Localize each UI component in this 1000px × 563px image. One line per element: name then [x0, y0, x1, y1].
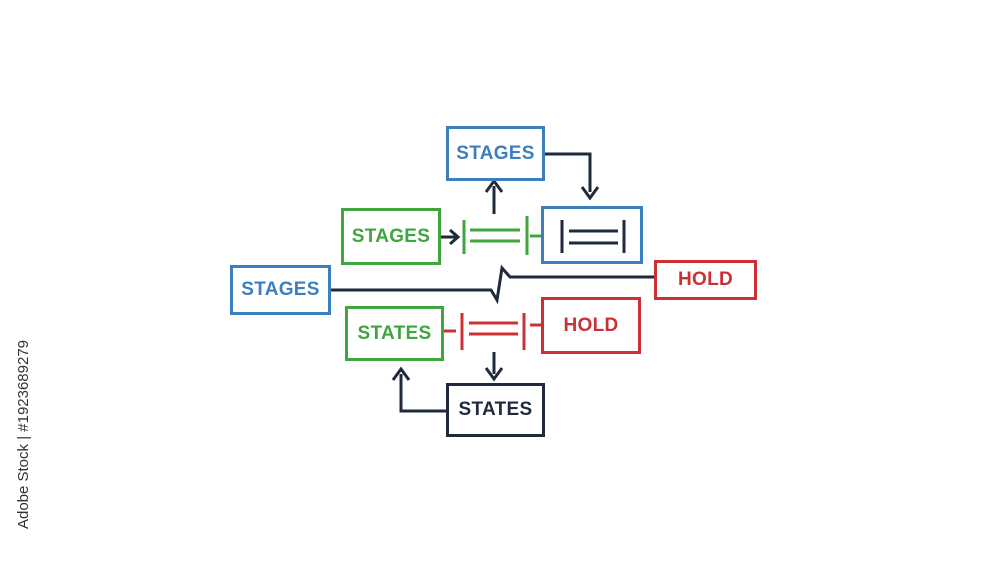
states-bottom-box: STATES [446, 383, 545, 437]
stages-top-box: STAGES [446, 126, 545, 181]
stock-id-text: Adobe Stock | #1923689279 [15, 339, 33, 529]
stages-left-label: STAGES [241, 279, 320, 300]
red-switch-icon [444, 313, 541, 350]
green-switch-icon [462, 216, 541, 255]
stock-id-watermark: Adobe Stock | #1923689279 [13, 318, 35, 550]
states-green-label: STATES [357, 322, 432, 344]
arrowhead-up-2 [391, 366, 411, 381]
arrowhead-down-2 [484, 367, 504, 382]
stages-green-box: STAGES [341, 208, 441, 265]
hold-mid-box: HOLD [541, 297, 641, 354]
connector-hold-to-stages [331, 264, 655, 305]
arrowhead-right [449, 228, 461, 246]
hold-mid-label: HOLD [563, 314, 619, 336]
arrowhead-down [580, 186, 600, 201]
hold-right-box: HOLD [654, 260, 757, 300]
connector-top-to-block [545, 152, 592, 192]
arrowhead-up [484, 178, 504, 193]
states-bottom-label: STATES [458, 399, 533, 420]
connector-states-loop [399, 374, 446, 413]
stages-top-label: STAGES [456, 142, 535, 164]
hold-right-label: HOLD [677, 269, 734, 290]
dark-switch-icon [560, 220, 626, 253]
states-green-box: STATES [345, 306, 444, 361]
stages-left-box: STAGES [230, 265, 331, 315]
stages-green-label: STAGES [351, 225, 431, 247]
switch-block-box [541, 206, 643, 264]
